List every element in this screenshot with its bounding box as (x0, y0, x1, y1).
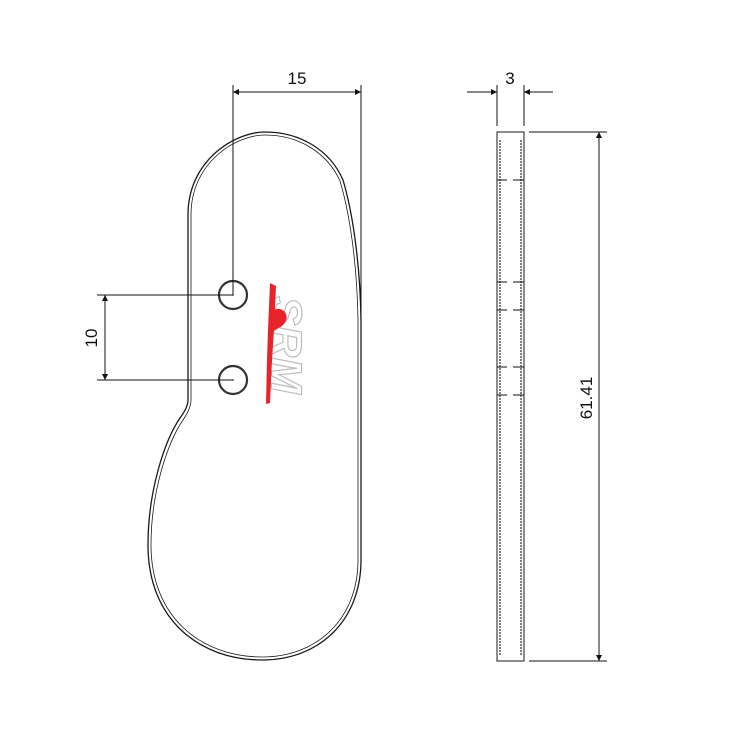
dimension-label-hole-spacing: 10 (82, 329, 101, 348)
dimension-label-thickness: 3 (505, 69, 514, 88)
side-profile-body (496, 131, 525, 662)
part-outline-inner (150, 134, 359, 658)
dimension-label-width: 15 (288, 69, 307, 88)
hidden-hole-lines (497, 179, 524, 396)
dimension-label-length: 61.41 (577, 377, 596, 420)
front-profile-view: SRM 15 10 (82, 69, 362, 661)
part-outline (147, 131, 362, 661)
side-view: 3 61.41 (467, 69, 607, 662)
srm-logo-red-swoosh (266, 283, 276, 404)
srm-logo-red-swoosh (272, 308, 287, 332)
